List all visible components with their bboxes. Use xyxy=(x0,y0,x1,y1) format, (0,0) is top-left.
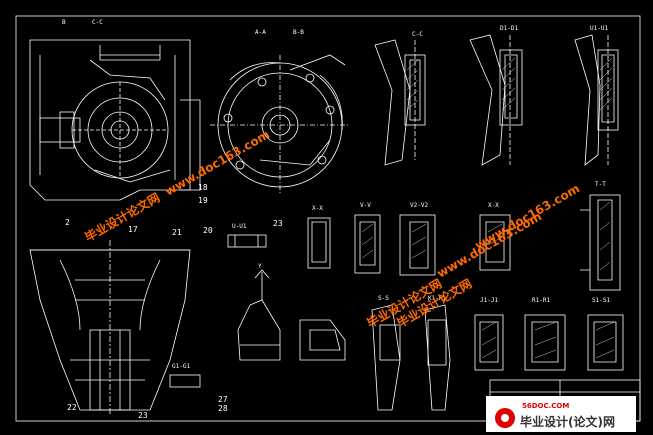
part-28: 28 xyxy=(218,404,228,413)
part-2: 2 xyxy=(65,218,70,227)
part-18: 18 xyxy=(198,183,208,192)
label-y: Y xyxy=(258,263,262,270)
label-c-c-right: C-C xyxy=(412,31,423,38)
detail-u1 xyxy=(227,234,267,248)
watermark-site-3: www.doc163.com xyxy=(473,181,583,252)
view-y xyxy=(237,269,281,361)
label-a-a: A-A xyxy=(255,29,266,36)
section-t-t xyxy=(580,194,621,291)
label-v-v: V-V xyxy=(360,202,371,209)
main-view-bottom-left xyxy=(29,240,191,415)
part-19: 19 xyxy=(198,196,208,205)
label-u1-u1: U1-U1 xyxy=(590,25,608,32)
label-r1-r1: R1-R1 xyxy=(532,297,550,304)
label-u-u: U-U1 xyxy=(232,223,247,230)
label-b: B xyxy=(62,19,66,26)
label-j1-j1: J1-J1 xyxy=(480,297,498,304)
label-x-x-right: X-X xyxy=(488,202,499,209)
detail-profile-mid xyxy=(299,319,346,361)
part-21: 21 xyxy=(172,228,182,237)
label-s-s: S-S xyxy=(378,295,389,302)
section-u1-u1 xyxy=(574,34,619,166)
main-view-top-left xyxy=(29,39,201,201)
section-x-x-right xyxy=(479,214,511,271)
footer-cn: 毕业设计(论文)网 xyxy=(520,414,615,429)
label-b-b: B-B xyxy=(293,29,304,36)
watermark-site-1: www.doc163.com xyxy=(163,127,273,198)
section-v-v xyxy=(354,214,381,274)
label-g1-g1: G1-G1 xyxy=(172,363,190,370)
section-x-x xyxy=(307,217,331,269)
footer-site: 56DOC.COM xyxy=(522,402,569,410)
section-v2-v2 xyxy=(399,214,436,276)
label-s1-s1: S1-S1 xyxy=(592,297,610,304)
part-22: 22 xyxy=(67,403,77,412)
label-v2-v2: V2-V2 xyxy=(410,202,428,209)
part-20: 20 xyxy=(203,226,213,235)
label-k1-k1: K1-K1 xyxy=(428,295,446,302)
label-t-t: T-T xyxy=(595,181,606,188)
section-d1-d1 xyxy=(469,34,523,166)
section-g1-g1 xyxy=(169,374,201,388)
label-x-x: X-X xyxy=(312,205,323,212)
section-k1-k1 xyxy=(424,304,451,411)
section-j1-j1 xyxy=(474,314,504,371)
section-c-c xyxy=(374,39,426,166)
label-d1-d1: D1-D1 xyxy=(500,25,518,32)
part-23: 23 xyxy=(138,411,148,420)
drawing-frame xyxy=(15,15,641,422)
part-17: 17 xyxy=(128,225,138,234)
flange-view xyxy=(210,54,350,195)
section-s1-s1 xyxy=(587,314,624,371)
part-23-mid: 23 xyxy=(273,219,283,228)
section-r1-r1 xyxy=(524,314,566,371)
label-c-c: C-C xyxy=(92,19,103,26)
section-s-s xyxy=(371,304,401,411)
part-27: 27 xyxy=(218,395,228,404)
watermark-cn-1: 毕业设计论文网 xyxy=(82,190,162,245)
